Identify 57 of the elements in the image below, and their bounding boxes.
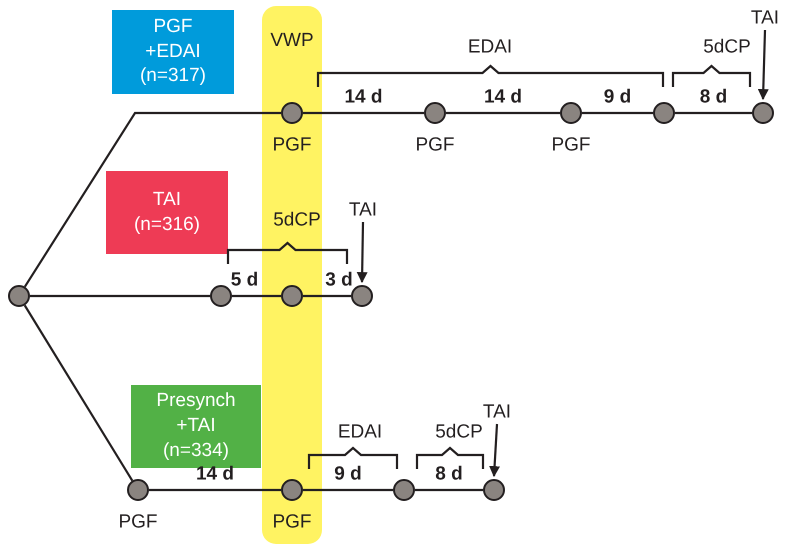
duration-label: 8 d [700, 88, 728, 106]
connector-line [149, 488, 281, 492]
timeline-dot [127, 479, 149, 501]
duration-label: 9 d [604, 88, 632, 106]
connector-line [24, 304, 134, 482]
duration-label: 9 d [334, 464, 362, 484]
duration-label: 5 d [230, 270, 258, 290]
event-label: PGF [118, 512, 158, 532]
connector-line [582, 112, 653, 114]
group-title: TAI (n=316) [134, 188, 200, 236]
connector-line [446, 112, 560, 114]
band-label: VWP [270, 30, 314, 52]
phase-label: 5dCP [273, 210, 321, 230]
timeline-dot [483, 479, 505, 501]
duration-label: 14 d [344, 88, 383, 106]
treatment-label: TAI [348, 200, 378, 220]
connector-line [356, 222, 368, 284]
treatment-label: TAI [750, 8, 780, 28]
duration-label: 8 d [435, 464, 463, 484]
timeline-dot [424, 102, 446, 124]
event-label: PGF [551, 136, 591, 154]
event-label: PGF [272, 136, 312, 154]
event-label: PGF [415, 136, 455, 154]
group-title: Presynch +TAI (n=334) [156, 389, 236, 463]
phase-label: EDAI [468, 38, 512, 56]
duration-label: 14 d [484, 88, 522, 106]
duration-label: 14 d [196, 464, 234, 484]
timeline-dot [752, 102, 774, 124]
timeline-dot [281, 285, 303, 307]
group-title: PGF +EDAI (n=317) [140, 14, 206, 88]
timeline-dot [281, 102, 303, 124]
event-label: PGF [272, 512, 312, 532]
connector-line [675, 112, 752, 114]
connector-line [303, 294, 351, 298]
group-box [106, 171, 228, 254]
phase-label: 5dCP [703, 38, 751, 56]
connector-line [303, 488, 393, 492]
connector-line [30, 294, 210, 298]
group-box [112, 10, 234, 94]
treatment-label: TAI [482, 402, 512, 422]
phase-label: 5dCP [435, 422, 483, 442]
timeline-dot [351, 285, 373, 307]
connector-line [24, 112, 281, 288]
timeline-dot [8, 285, 30, 307]
highlight-band [262, 6, 322, 544]
connector-line [415, 488, 483, 492]
timeline-dot [281, 479, 303, 501]
connector-line [489, 424, 500, 478]
phase-label: EDAI [338, 422, 382, 442]
timeline-dot [653, 102, 675, 124]
connector-line [758, 30, 769, 100]
timeline-dot [210, 285, 232, 307]
duration-label: 3 d [325, 270, 353, 290]
connector-line [303, 112, 424, 114]
timeline-dot [393, 479, 415, 501]
connector-line [232, 294, 281, 298]
timeline-dot [560, 102, 582, 124]
